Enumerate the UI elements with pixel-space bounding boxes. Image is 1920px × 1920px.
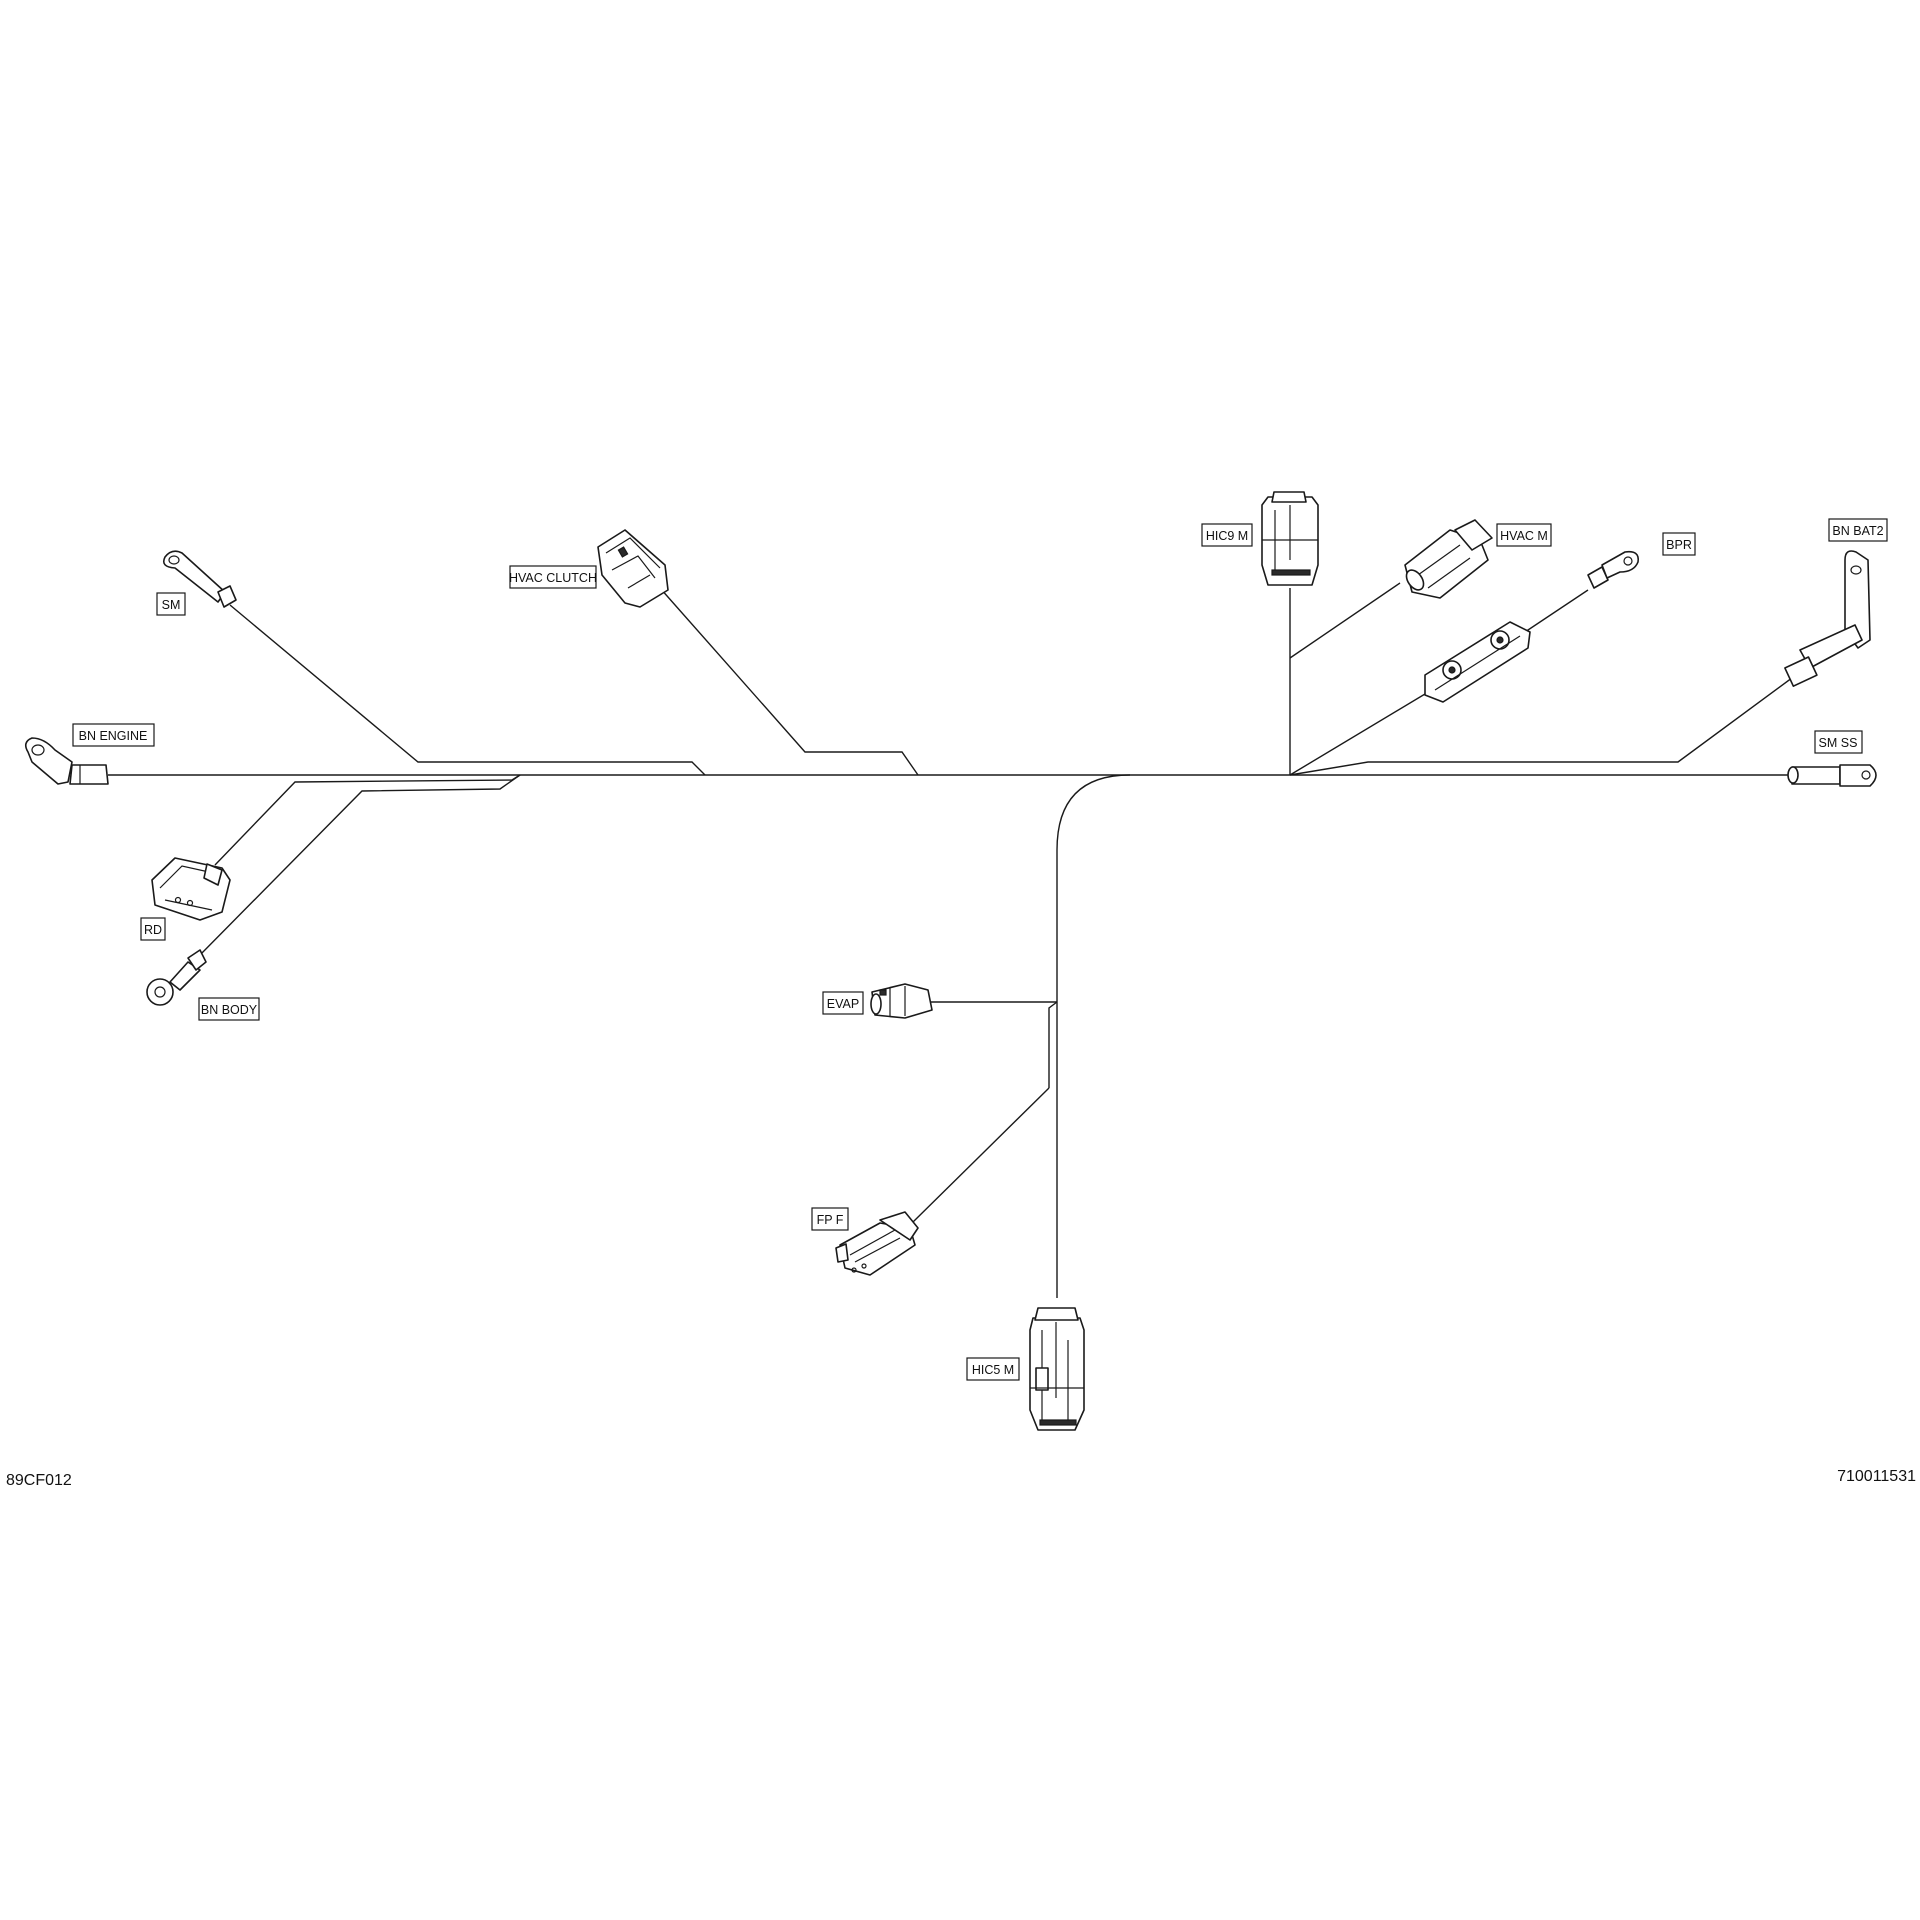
label-hvac-clutch-text: HVAC CLUTCH (509, 571, 597, 585)
label-sm-ss: SM SS (1814, 730, 1863, 754)
label-hvac-clutch: HVAC CLUTCH (509, 565, 597, 589)
bn-bat2-terminal (1784, 550, 1871, 687)
label-bn-body: BN BODY (198, 997, 260, 1021)
label-hic5-m: HIC5 M (966, 1357, 1020, 1381)
label-sm-text: SM (162, 598, 181, 612)
bpr-fuse-holder (1424, 621, 1531, 703)
label-hic9-m: HIC9 M (1201, 523, 1253, 547)
label-evap: EVAP (822, 991, 864, 1015)
label-hic9-m-text: HIC9 M (1206, 529, 1248, 543)
label-fp-f-text: FP F (817, 1213, 844, 1227)
label-bn-engine: BN ENGINE (72, 723, 155, 747)
rd-branch-wire (214, 774, 521, 866)
label-bpr: BPR (1662, 532, 1696, 556)
hic9-m-connector (1261, 491, 1319, 586)
evap-connector (870, 983, 933, 1019)
hvac-m-branch-wire (1289, 582, 1401, 659)
label-bn-engine-text: BN ENGINE (79, 729, 148, 743)
bn-engine-terminal (24, 737, 109, 785)
label-sm: SM (156, 592, 186, 616)
hvac-m-connector (1404, 519, 1493, 599)
bpr-fuse-to-terminal-wire (1524, 589, 1589, 633)
bn-bat2-branch-wire (1289, 671, 1801, 776)
label-rd: RD (140, 917, 166, 941)
evap-branch-inner-wire (1048, 1001, 1058, 1088)
label-hvac-m: HVAC M (1496, 523, 1552, 547)
hvac-clutch-connector (597, 529, 669, 608)
vertical-trunk-wire (1056, 774, 1131, 1298)
hic5-m-connector (1029, 1307, 1085, 1431)
label-evap-text: EVAP (827, 997, 859, 1011)
fp-f-connector (835, 1211, 919, 1276)
label-bn-bat2: BN BAT2 (1828, 518, 1888, 542)
label-rd-text: RD (144, 923, 162, 937)
label-bn-body-text: BN BODY (201, 1003, 258, 1017)
rd-connector (151, 857, 231, 921)
bpr-ring-terminal (1587, 550, 1640, 589)
sm-branch-wire (229, 604, 706, 776)
bn-body-ring-terminal (146, 949, 207, 1006)
label-bpr-text: BPR (1666, 538, 1692, 552)
part-number: 710011531 (1837, 1468, 1916, 1485)
label-hvac-m-text: HVAC M (1500, 529, 1548, 543)
figure-id: 89CF012 (6, 1472, 72, 1489)
bpr-branch-wire (1289, 687, 1436, 776)
label-sm-ss-text: SM SS (1819, 736, 1858, 750)
sm-ss-ring-terminal (1787, 764, 1877, 787)
label-fp-f: FP F (811, 1207, 849, 1231)
fp-f-branch-wire (912, 1087, 1050, 1223)
hvac-clutch-branch-wire (659, 587, 919, 776)
label-hic5-m-text: HIC5 M (972, 1363, 1014, 1377)
bn-body-branch-wire (197, 774, 521, 958)
label-bn-bat2-text: BN BAT2 (1832, 524, 1883, 538)
harness-wires (108, 582, 1801, 1298)
sm-ring-terminal (162, 550, 237, 608)
